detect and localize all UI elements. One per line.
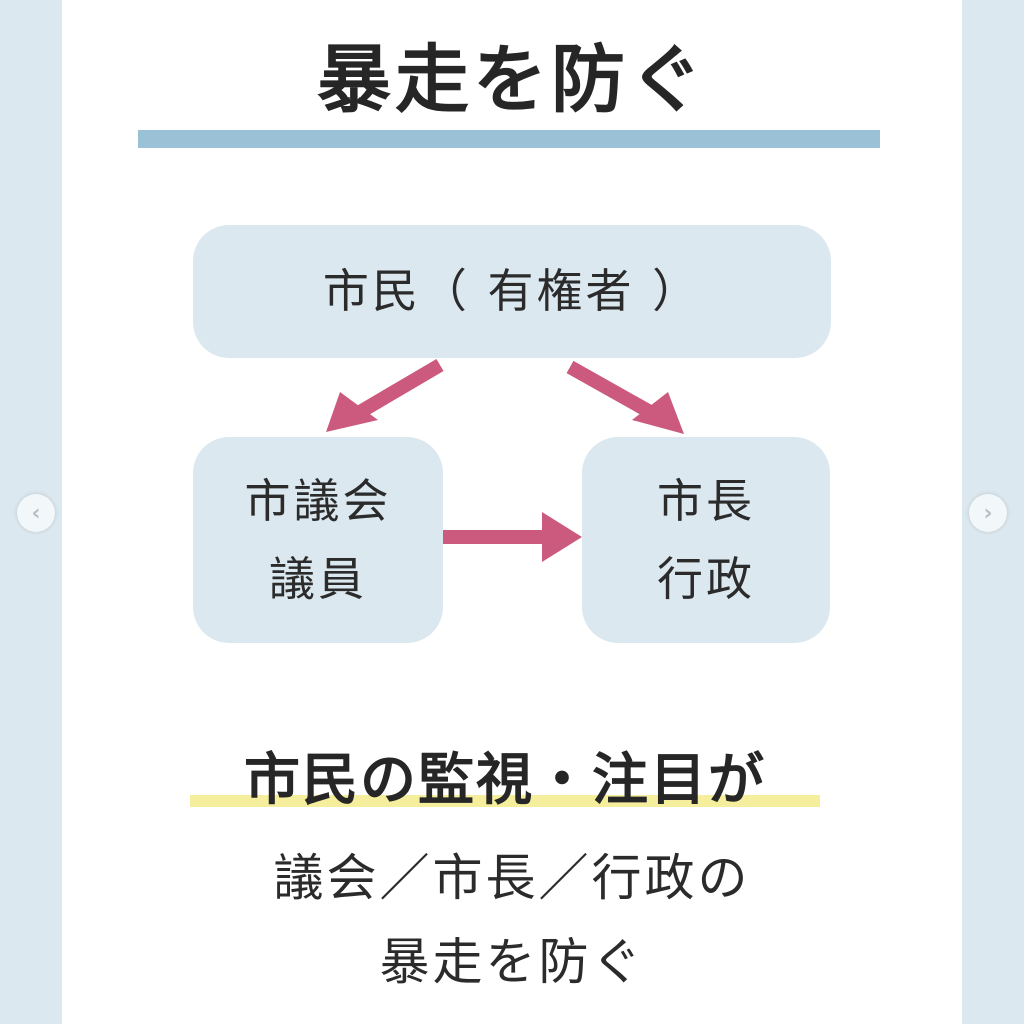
- council-box: 市議会議員: [193, 437, 443, 643]
- mayor-box: 市長行政: [582, 437, 830, 643]
- arrow-citizens-to-mayor: [566, 360, 654, 419]
- conclusion-line2: 暴走を防ぐ: [379, 933, 645, 991]
- arrow-head: [542, 512, 582, 562]
- title-underline: [138, 130, 880, 148]
- citizens-label: 市民（ 有権者 ）: [322, 264, 702, 319]
- conclusion-highlight: 市民の監視・注目が: [244, 748, 766, 813]
- arrow-head: [326, 392, 378, 432]
- council-label-line1: 市議会: [244, 473, 392, 528]
- slide-title: 暴走を防ぐ: [317, 37, 707, 123]
- prev-slide-button[interactable]: ‹: [17, 494, 55, 532]
- conclusion-line1: 議会／市長／行政の: [273, 849, 751, 907]
- highlight-marker: [190, 795, 820, 807]
- arrow-citizens-to-council: [356, 358, 444, 419]
- next-slide-button[interactable]: ›: [969, 494, 1007, 532]
- mayor-label-line2: 行政: [657, 552, 755, 606]
- mayor-label-line1: 市長: [657, 473, 755, 528]
- council-label-line2: 議員: [269, 552, 367, 606]
- citizens-box: 市民（ 有権者 ）: [193, 225, 831, 358]
- arrow-head: [632, 392, 684, 434]
